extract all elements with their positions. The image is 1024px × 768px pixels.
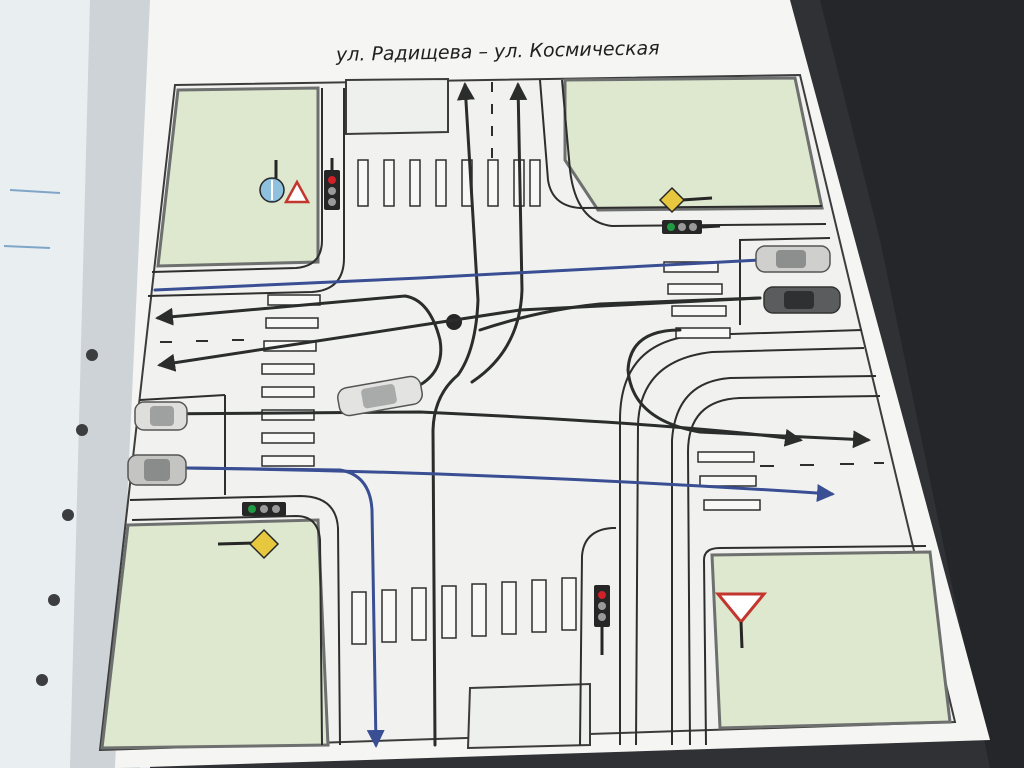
yield-sign-icon (714, 592, 768, 649)
crosswalk-bottom (351, 577, 577, 645)
crosswalk-right (663, 261, 761, 511)
traffic-light-icon (324, 158, 340, 210)
arrow-icon (183, 466, 835, 502)
arrow-icon (626, 328, 871, 449)
building-top (345, 77, 449, 136)
binder-holes (36, 349, 98, 686)
lawn-bottom-right (710, 550, 952, 730)
arrow-icon (470, 82, 528, 384)
car-icon (127, 454, 187, 486)
arrow-connector (478, 296, 762, 332)
traffic-light-icon (662, 220, 721, 234)
arrow-icon (431, 82, 480, 747)
car-icon (763, 286, 841, 314)
traffic-light-icon (594, 585, 610, 655)
pen-mark (3, 245, 51, 249)
arrow-icon (157, 296, 762, 372)
yield-sign-icon (283, 179, 311, 204)
lane-markings (160, 82, 884, 467)
priority-road-sign-icon (217, 528, 280, 560)
lawn-bottom-left (100, 518, 330, 750)
arrow-icon (155, 294, 443, 387)
road-curbs (129, 79, 927, 746)
arrow-icon (153, 258, 762, 292)
car-icon (337, 375, 423, 417)
building-bottom (466, 682, 591, 750)
lawn-top-right (563, 76, 824, 212)
priority-road-sign-icon (658, 186, 713, 214)
mandatory-direction-sign-icon (259, 160, 285, 203)
dark-background (790, 0, 1024, 768)
lawn-top-left (156, 86, 320, 268)
car-icon (755, 245, 831, 273)
movement-arrows-dark (143, 82, 871, 747)
traffic-light-icon (242, 502, 286, 516)
pen-mark (9, 189, 61, 194)
movement-arrows-blue (153, 258, 835, 748)
car-icon (134, 401, 188, 431)
